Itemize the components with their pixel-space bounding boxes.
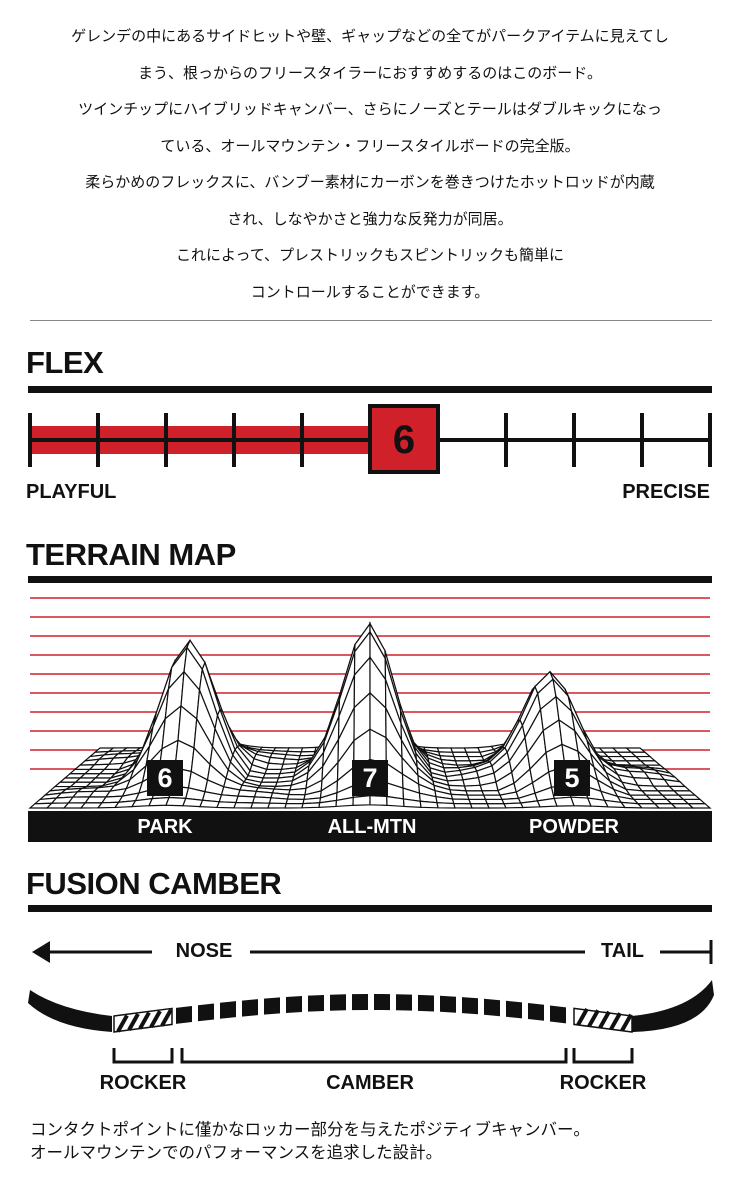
camber-segment [462, 997, 478, 1015]
camber-segment [176, 1005, 192, 1024]
board-nose [28, 990, 112, 1032]
rocker-left-label: ROCKER [99, 1072, 187, 1094]
camber-segment [264, 997, 280, 1015]
camber-segment [396, 994, 412, 1011]
description-line: コントロールすることができます。 [250, 282, 490, 301]
description-line: され、しなやかさと強力な反発力が同居。 [227, 209, 513, 228]
terrain-title: TERRAIN MAP [26, 537, 236, 572]
flex-rule [28, 386, 712, 393]
camber-label: CAMBER [326, 1072, 414, 1094]
camber-segment [374, 994, 390, 1011]
hatch-stroke [598, 1010, 611, 1029]
camber-rule [28, 905, 712, 912]
rocker-right-label: ROCKER [559, 1072, 647, 1094]
camber-segment [220, 1001, 236, 1019]
flex-value: 6 [393, 418, 415, 462]
hatch-stroke [160, 1008, 173, 1027]
terrain-score-park: 6 [147, 760, 183, 796]
camber-segment [330, 994, 346, 1011]
description-line: ている、オールマウンテン・フリースタイルボードの完全版。 [160, 136, 580, 155]
description-line: ゲレンデの中にあるサイドヒットや壁、ギャップなどの全てがパークアイテムに見えてし [71, 27, 669, 45]
camber-title: FUSION CAMBER [26, 866, 282, 901]
flex-max-label: PRECISE [622, 481, 710, 503]
camber-segment [484, 998, 500, 1017]
camber-description: コンタクトポイントに僅かなロッカー部分を与えたポジティブキャンバー。 オールマウ… [30, 1118, 590, 1164]
camber-description-line: オールマウンテンでのパフォーマンスを追求した設計。 [30, 1143, 443, 1162]
terrain-mesh [28, 621, 712, 809]
hatch-stroke [587, 1009, 600, 1028]
arrow-line [32, 940, 713, 964]
hatch-stroke [138, 1011, 151, 1030]
camber-segment [506, 1000, 522, 1019]
camber-segment [242, 999, 258, 1017]
divider [30, 320, 712, 321]
terrain-band [28, 811, 712, 842]
hatch-stroke [116, 1014, 129, 1033]
terrain-label-allmtn: ALL-MTN [327, 816, 417, 838]
hatch-stroke [620, 1013, 633, 1032]
terrain-score-allmtn: 7 [352, 760, 388, 796]
brackets [112, 1048, 634, 1064]
description-line: ツインチップにハイブリッドキャンバー、さらにノーズとテールはダブルキックになっ [78, 100, 662, 118]
nose-label: NOSE [175, 940, 233, 962]
description: ゲレンデの中にあるサイドヒットや壁、ギャップなどの全てがパークアイテムに見えてし… [0, 18, 740, 310]
hatch-stroke [127, 1013, 140, 1031]
terrain-score-powder: 5 [554, 760, 590, 796]
flex-title: FLEX [26, 345, 104, 380]
terrain-label-powder: POWDER [529, 816, 619, 838]
terrain-mesh-cell [686, 803, 712, 809]
camber-description-line: コンタクトポイントに僅かなロッカー部分を与えたポジティブキャンバー。 [30, 1120, 590, 1139]
hatch-stroke [576, 1007, 589, 1026]
flex-value-box [368, 404, 440, 474]
terrain-rule [28, 576, 712, 583]
camber-segment [550, 1005, 566, 1024]
description-line: 柔らかめのフレックスに、バンブー素材にカーボンを巻きつけたホットロッドが内蔵 [85, 173, 655, 191]
description-line: これによって、プレストリックもスピントリックも簡単に [175, 246, 565, 264]
camber-segment [308, 994, 324, 1012]
camber-segment [352, 994, 368, 1011]
camber-segment [198, 1003, 214, 1022]
tail-label: TAIL [601, 940, 644, 962]
camber-segment [528, 1003, 544, 1021]
flex-min-label: PLAYFUL [26, 481, 117, 503]
hatch-stroke [609, 1012, 622, 1031]
hatch-stroke [149, 1010, 162, 1029]
camber-segment [418, 994, 434, 1012]
description-line: まう、根っからのフリースタイラーにおすすめするのはこのボード。 [138, 63, 602, 82]
camber-segment [286, 996, 302, 1013]
board-camber-segments [113, 994, 633, 1033]
terrain-label-park: PARK [137, 816, 193, 838]
board-tail [632, 980, 714, 1032]
camber-segment [440, 995, 456, 1013]
